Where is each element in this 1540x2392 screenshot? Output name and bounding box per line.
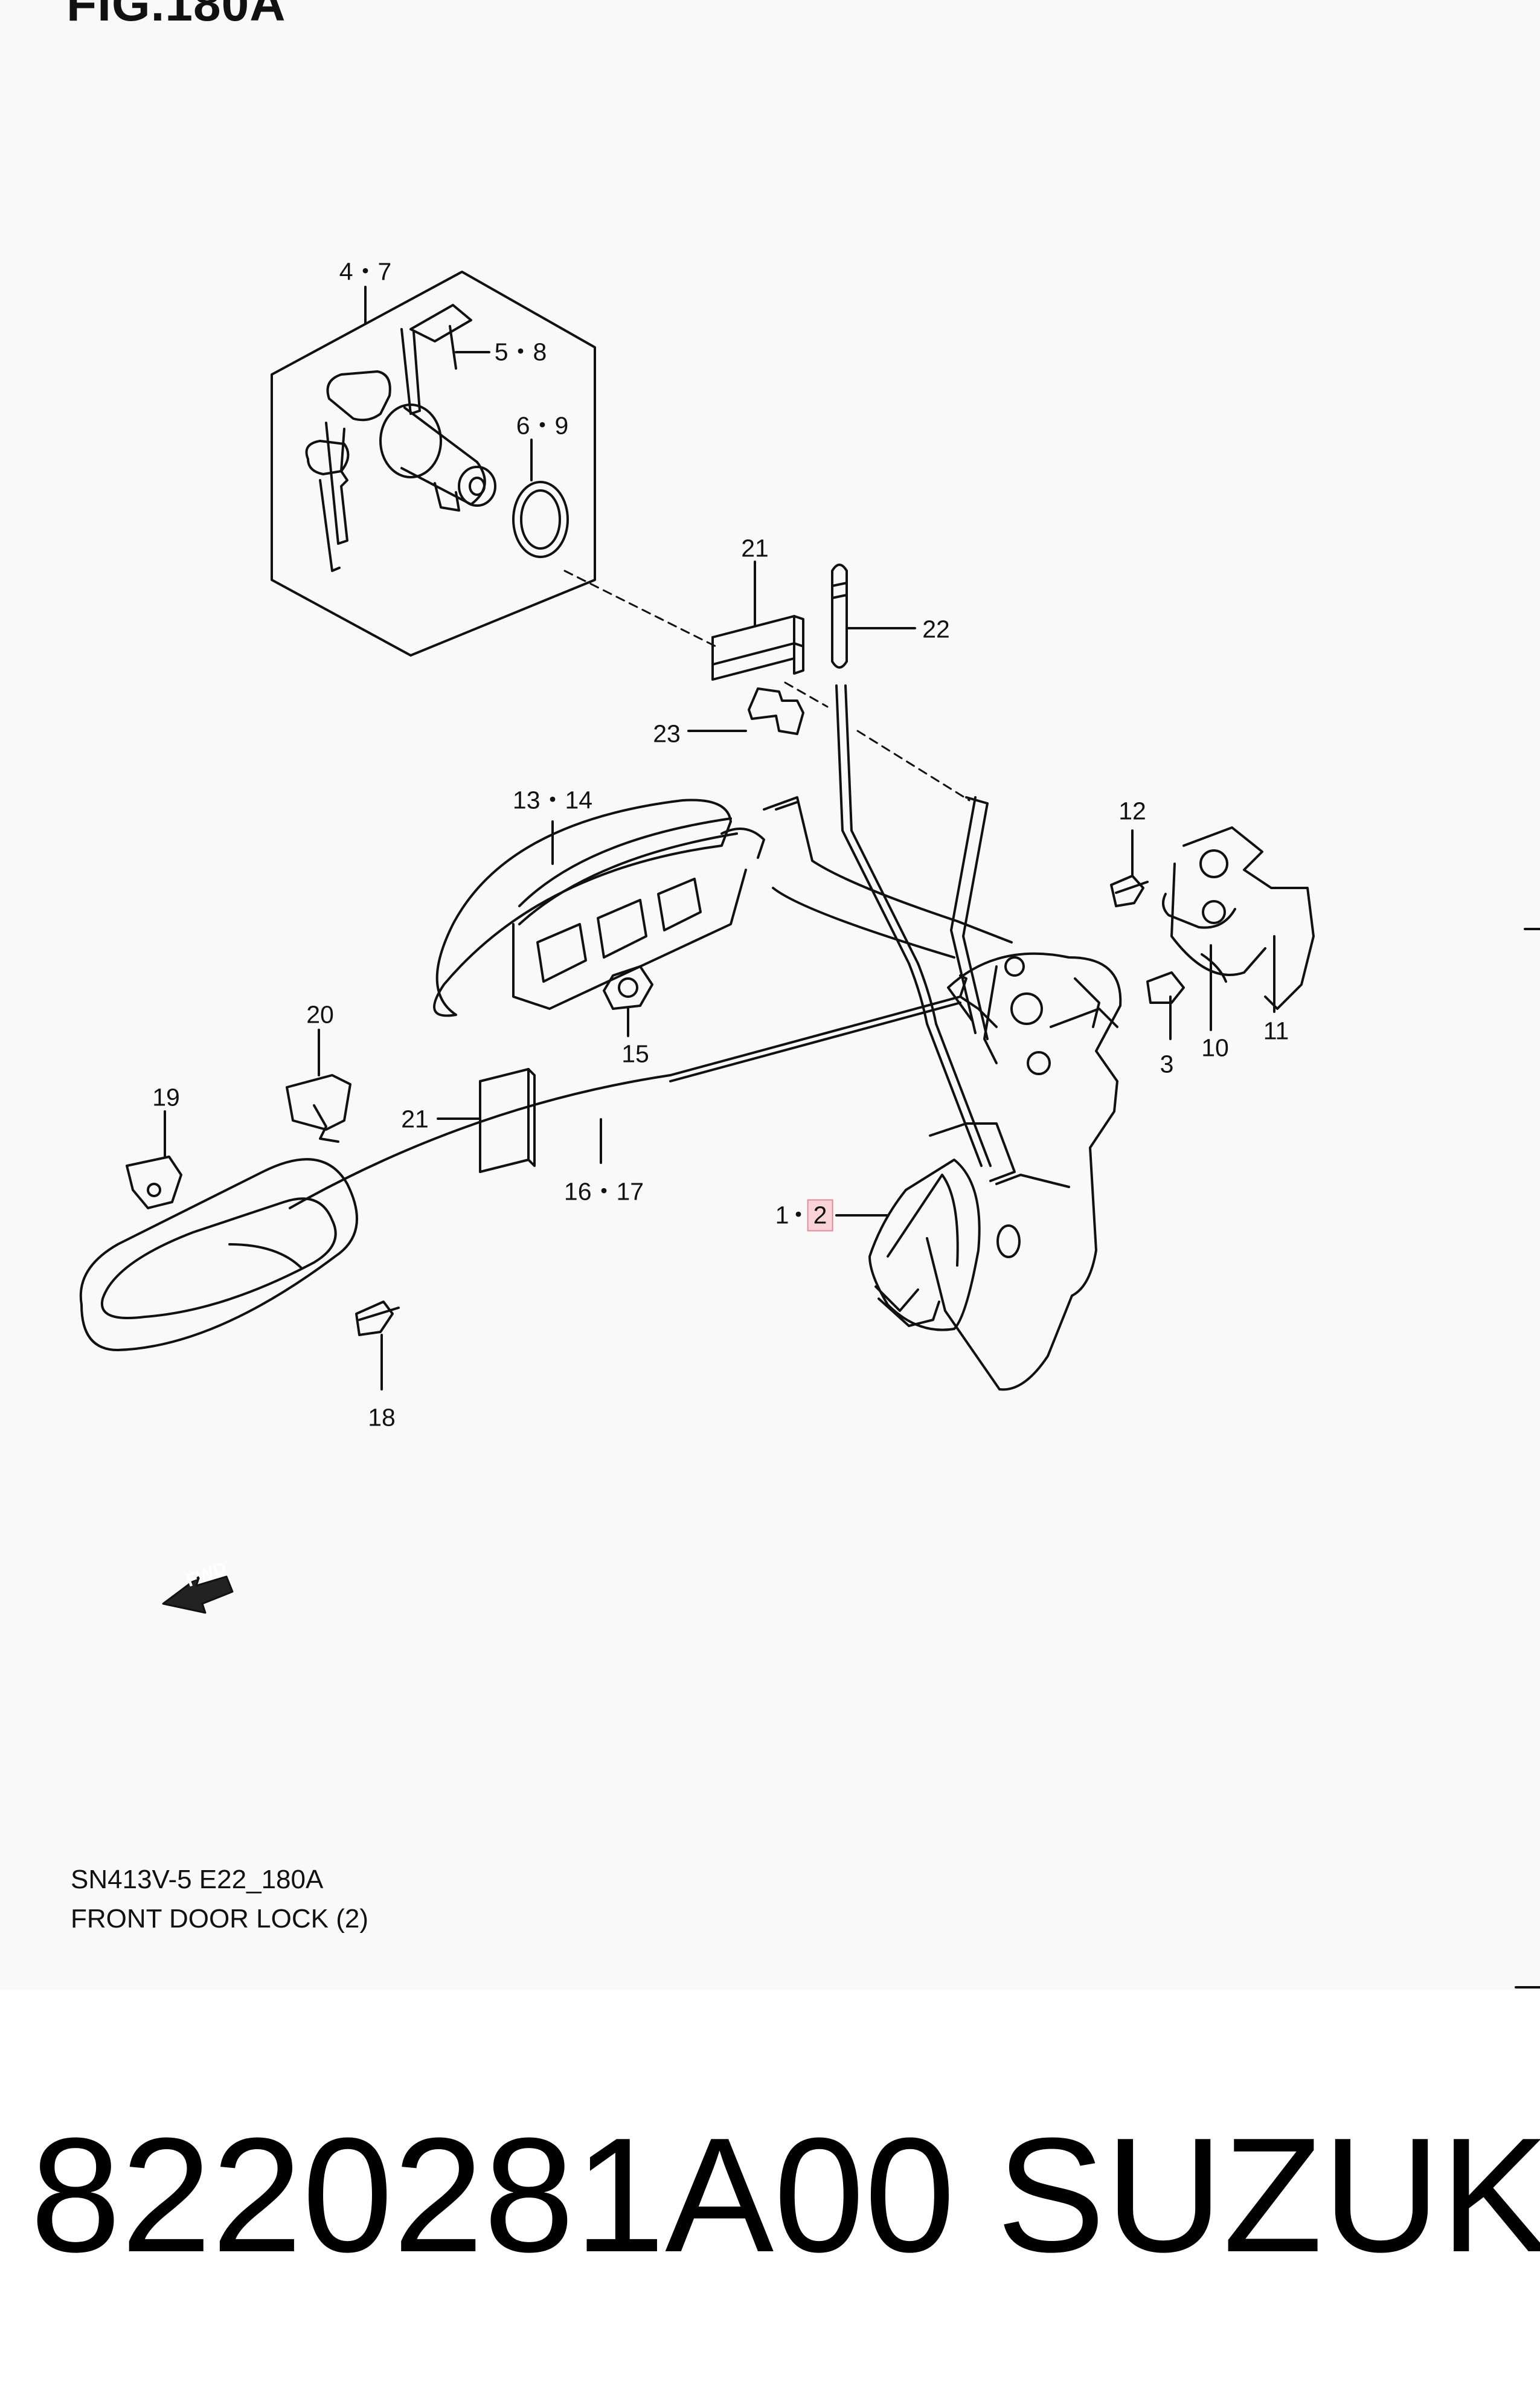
door-striker bbox=[1110, 826, 1315, 1040]
part-21-mid bbox=[437, 1068, 536, 1173]
callout-16-17: 16・17 bbox=[563, 1177, 644, 1206]
callout-23: 23 bbox=[653, 719, 681, 748]
callout-dot: ・ bbox=[786, 1201, 811, 1229]
inner-handle bbox=[79, 1158, 400, 1391]
key-cylinder-inset bbox=[271, 271, 596, 657]
callout-22: 22 bbox=[922, 615, 950, 643]
brand-name: SUZUKI bbox=[996, 2104, 1540, 2286]
diagram-caption: FRONT DOOR LOCK (2) bbox=[71, 1904, 369, 1934]
part-20-clip bbox=[286, 1029, 351, 1143]
lock-actuator bbox=[835, 952, 1122, 1391]
callout-6-9: 6・9 bbox=[516, 411, 569, 440]
callout-10: 10 bbox=[1201, 1034, 1229, 1062]
callout-12: 12 bbox=[1118, 797, 1146, 825]
outer-handle bbox=[433, 799, 765, 1017]
callout-13-14: 13・14 bbox=[512, 786, 593, 814]
part-number: 8220281A00 bbox=[30, 2104, 955, 2286]
fwd-arrow-icon bbox=[162, 1575, 234, 1614]
callout-21-top: 21 bbox=[741, 534, 769, 562]
part-21-top bbox=[711, 561, 804, 681]
callout-5-8: 5・8 bbox=[494, 338, 547, 366]
callout-21-mid: 21 bbox=[401, 1105, 429, 1133]
part-19-clip bbox=[126, 1110, 182, 1209]
callout-3: 3 bbox=[1160, 1050, 1174, 1078]
callout-20: 20 bbox=[306, 1000, 334, 1029]
callout-2-highlighted[interactable]: 2 bbox=[807, 1199, 833, 1232]
callout-18: 18 bbox=[368, 1403, 396, 1432]
linkage-rods bbox=[289, 684, 1013, 1209]
callout-1: 1 bbox=[775, 1201, 789, 1229]
figure-title: FIG.180A bbox=[66, 0, 286, 31]
part-23-clip bbox=[748, 687, 804, 735]
product-footer bbox=[0, 1990, 1540, 2392]
callout-19: 19 bbox=[152, 1083, 180, 1111]
part-15-nut bbox=[603, 965, 653, 1037]
callout-11: 11 bbox=[1263, 1017, 1289, 1045]
callout-15: 15 bbox=[621, 1040, 649, 1068]
diagram-sheet: FIG.180A bbox=[66, 0, 1540, 1989]
part-22-rod-end bbox=[831, 564, 916, 669]
exploded-diagram bbox=[79, 271, 1540, 1989]
callout-4-7: 4・7 bbox=[339, 257, 392, 286]
diagram-code: SN413V-5 E22_180A bbox=[71, 1865, 324, 1894]
